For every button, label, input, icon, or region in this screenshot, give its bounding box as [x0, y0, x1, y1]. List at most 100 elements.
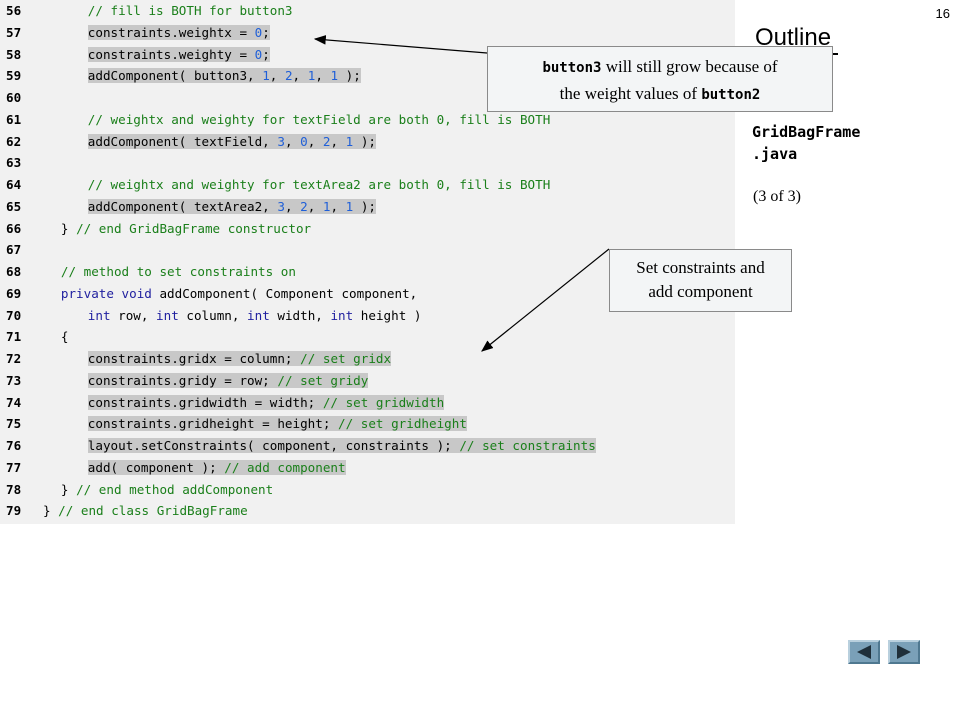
code-text: private void addComponent( Component com…	[61, 283, 417, 305]
code-number: 1	[330, 68, 339, 84]
code-number: 0	[254, 24, 263, 40]
line-number: 60	[6, 90, 22, 105]
line-number: 79	[6, 503, 22, 519]
code-number: 2	[300, 198, 308, 214]
left-triangle-icon	[857, 645, 871, 659]
code-keyword: int	[247, 307, 270, 323]
callout-1-text-2: the weight values of	[559, 84, 702, 103]
code-token: height )	[353, 307, 422, 323]
file-name-line-2: .java	[752, 145, 798, 163]
code-number: 1	[322, 198, 331, 214]
callout-2-line-1: Set constraints and	[636, 258, 765, 277]
line-number: 78	[6, 481, 22, 497]
code-token: ;	[262, 46, 270, 62]
callout-2-arrow	[481, 248, 610, 352]
code-keyword: int	[87, 307, 111, 323]
code-comment: // set gridy	[277, 372, 369, 388]
code-keyword: private void	[60, 285, 152, 301]
code-comment: // add component	[224, 459, 346, 475]
line-number: 77	[6, 459, 22, 475]
code-text: constraints.gridx = column; // set gridx	[87, 348, 392, 370]
code-token: constraints.gridheight = height;	[87, 416, 339, 432]
previous-slide-button[interactable]	[848, 640, 880, 664]
code-text: constraints.weightx = 0;	[87, 22, 270, 44]
code-token: }	[60, 220, 77, 236]
file-name: GridBagFrame .java	[752, 121, 860, 165]
callout-1-mono-2: button2	[701, 87, 761, 103]
code-token: ,	[292, 68, 308, 84]
code-text: addComponent( textArea2, 3, 2, 1, 1 );	[87, 196, 376, 218]
line-number: 65	[6, 198, 22, 214]
callout-weight-note: button3 will still grow because of the w…	[487, 46, 833, 112]
code-token: column,	[178, 307, 248, 323]
code-text: } // end class GridBagFrame	[43, 500, 248, 522]
code-text: } // end GridBagFrame constructor	[61, 218, 311, 240]
line-number: 63	[6, 155, 22, 171]
code-token: );	[338, 68, 361, 84]
line-number: 68	[6, 264, 22, 279]
code-comment: // set gridwidth	[322, 394, 445, 410]
line-number: 67	[6, 242, 22, 258]
line-number: 76	[6, 438, 22, 453]
code-token: );	[353, 198, 376, 214]
code-number: 1	[262, 68, 270, 84]
code-text: constraints.gridy = row; // set gridy	[87, 370, 369, 392]
code-comment: // weightx and weighty for textField are…	[87, 111, 551, 127]
code-token: add( component );	[87, 459, 225, 475]
code-text: int row, int column, int width, int heig…	[88, 305, 422, 327]
code-token: ,	[315, 68, 331, 84]
line-number: 58	[6, 46, 22, 62]
code-token: ,	[284, 133, 301, 149]
line-number: 57	[6, 24, 22, 40]
code-token: constraints.gridwidth = width;	[87, 394, 323, 410]
code-token: row,	[110, 307, 157, 323]
slide-number: 16	[935, 6, 950, 21]
callout-1-text-1: will still grow because of	[601, 57, 778, 76]
code-number: 1	[345, 198, 354, 214]
code-comment: // end method addComponent	[76, 481, 274, 497]
code-number: 0	[254, 46, 263, 62]
page-info: (3 of 3)	[753, 188, 801, 205]
line-number: 70	[6, 307, 22, 323]
code-number: 2	[322, 133, 331, 149]
code-number: 2	[284, 68, 293, 84]
code-text: // weightx and weighty for textField are…	[88, 109, 551, 131]
code-token: ,	[330, 133, 346, 149]
line-number: 71	[6, 329, 22, 345]
next-slide-button[interactable]	[888, 640, 920, 664]
line-number: 69	[6, 285, 22, 301]
code-text: // weightx and weighty for textArea2 are…	[88, 174, 551, 196]
line-number: 72	[6, 351, 22, 366]
code-comment: // method to set constraints on	[60, 264, 296, 279]
code-token: }	[42, 503, 59, 519]
file-name-line-1: GridBagFrame	[752, 123, 861, 141]
callout-set-constraints: Set constraints and add component	[609, 249, 792, 312]
callout-1-mono-1: button3	[542, 60, 602, 76]
code-token: addComponent( textArea2,	[87, 198, 278, 214]
code-token: ,	[284, 198, 301, 214]
code-token: );	[353, 133, 376, 149]
code-token: width,	[269, 307, 331, 323]
code-text: addComponent( button3, 1, 2, 1, 1 );	[87, 65, 361, 87]
code-text: // fill is BOTH for button3	[88, 0, 293, 22]
line-number: 66	[6, 220, 22, 236]
right-triangle-icon	[897, 645, 911, 659]
code-comment: // set gridheight	[338, 416, 467, 432]
line-number: 75	[6, 416, 22, 432]
code-number: 1	[307, 68, 316, 84]
code-token: addComponent( button3,	[87, 68, 263, 84]
code-comment: // end class GridBagFrame	[58, 503, 248, 519]
code-token: addComponent( Component component,	[151, 285, 418, 301]
line-number: 61	[6, 111, 22, 127]
line-number: 62	[6, 133, 22, 149]
code-token: constraints.weighty =	[87, 46, 255, 62]
code-token: layout.setConstraints( component, constr…	[87, 438, 460, 453]
code-comment: // set gridx	[300, 351, 392, 366]
code-token: ,	[269, 68, 285, 84]
callout-2-line-2: add component	[648, 282, 753, 301]
line-number: 59	[6, 68, 22, 84]
code-text: addComponent( textField, 3, 0, 2, 1 );	[87, 131, 376, 153]
code-token: }	[60, 481, 77, 497]
code-token: ;	[262, 24, 270, 40]
code-number: 3	[277, 133, 285, 149]
